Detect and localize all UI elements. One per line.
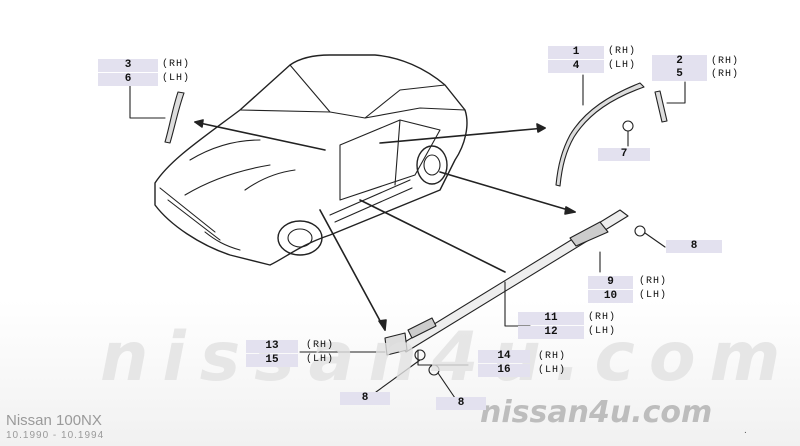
part-label-4: 4	[548, 60, 604, 73]
part-side-14: (RH)	[538, 351, 567, 362]
part-side-10: (LH)	[639, 290, 668, 301]
part-side-1: (RH)	[608, 46, 637, 57]
part-label-10: 10	[588, 290, 633, 303]
part-side-2: (RH)	[711, 56, 740, 67]
part-label-6: 6	[98, 73, 158, 86]
part-side-16: (LH)	[538, 365, 567, 376]
part-side-6: (LH)	[162, 73, 191, 84]
leader-arrows	[194, 119, 576, 331]
part-label-9: 9	[588, 276, 633, 289]
part-label-3: 3	[98, 59, 158, 72]
watermark-small: nissan4u.com	[480, 395, 713, 430]
part-side-13: (RH)	[306, 340, 335, 351]
part-label-5: 5	[652, 68, 707, 81]
part-label-15: 15	[246, 354, 298, 367]
model-name: Nissan 100NX	[6, 412, 102, 429]
part-label-11: 11	[518, 312, 584, 325]
part-label-14: 14	[478, 350, 530, 363]
part-side-12: (LH)	[588, 326, 617, 337]
watermark-large: nissan4u.com	[100, 318, 795, 397]
part-side-11: (RH)	[588, 312, 617, 323]
part-side-15: (LH)	[306, 354, 335, 365]
part-label-1: 1	[548, 46, 604, 59]
part-label-13: 13	[246, 340, 298, 353]
part-side-9: (RH)	[639, 276, 668, 287]
part-side-4: (LH)	[608, 60, 637, 71]
part-7-clip	[622, 120, 634, 147]
part-13-15-mud-guard	[299, 332, 469, 366]
part-label-16: 16	[478, 364, 530, 377]
car-outline	[154, 54, 468, 266]
part-1-4-drip-molding	[555, 74, 645, 187]
part-label-7: 7	[598, 148, 650, 161]
part-label-2: 2	[652, 55, 707, 68]
part-label-12: 12	[518, 326, 584, 339]
dot-mark: .	[744, 425, 747, 436]
part-label-8-bottom-left: 8	[340, 392, 390, 405]
part-8-clips	[375, 225, 666, 399]
part-label-8-right: 8	[666, 240, 722, 253]
part-2-5-molding	[654, 81, 686, 123]
part-3-6-molding	[129, 79, 185, 144]
part-side-5: (RH)	[711, 69, 740, 80]
part-side-3: (RH)	[162, 59, 191, 70]
part-label-8-bottom-right: 8	[436, 397, 486, 410]
model-years: 10.1990 - 10.1994	[6, 430, 105, 441]
